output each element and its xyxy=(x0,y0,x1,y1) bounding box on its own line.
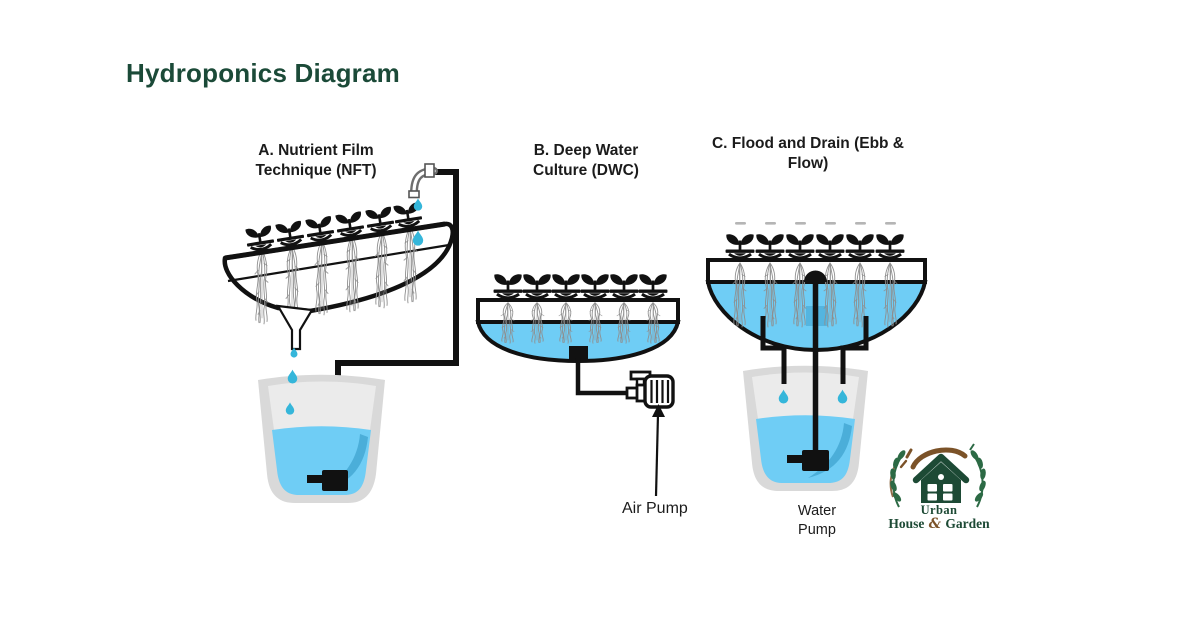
logo-house-icon xyxy=(889,443,986,508)
nft-channel-rim xyxy=(224,221,446,261)
leaf-branch-left xyxy=(890,450,906,508)
water-drop-icon xyxy=(413,198,423,211)
ebb-reservoir xyxy=(743,365,868,491)
ebb-seedlings xyxy=(724,232,906,260)
air-pump-label: Air Pump xyxy=(622,500,688,517)
leaf-branch-right xyxy=(969,443,986,508)
nft-water-pump-icon xyxy=(307,470,348,491)
water-pump-label: Water Pump xyxy=(797,503,837,538)
dwc-system xyxy=(475,272,681,497)
label-ebb: C. Flood and Drain (Ebb & Flow) xyxy=(711,135,905,172)
logo-brand-line2: House & Garden xyxy=(887,516,991,532)
air-pump-pointer-arrow xyxy=(652,404,665,497)
nft-grow-channel xyxy=(222,221,455,314)
dwc-seedlings xyxy=(492,272,669,300)
ebb-flow-system xyxy=(705,222,928,491)
logo-brand-line1: Urban xyxy=(920,503,958,517)
label-dwc: B. Deep Water Culture (DWC) xyxy=(533,142,639,179)
air-tube xyxy=(575,358,637,396)
logo-brand-house: House xyxy=(888,516,925,531)
ebb-water-pump-icon xyxy=(787,450,829,471)
air-pump-icon xyxy=(625,370,675,409)
logo-windows xyxy=(927,484,953,501)
nft-reservoir xyxy=(258,374,385,503)
ebb-drain-pipe-right xyxy=(840,316,869,384)
logo-brand-garden: Garden xyxy=(945,516,990,531)
page-title: Hydroponics Diagram xyxy=(126,58,400,88)
ebb-drain-pipe-left xyxy=(760,316,787,384)
nft-system xyxy=(222,163,459,503)
air-stone-icon xyxy=(569,346,588,360)
faucet-icon xyxy=(408,163,438,199)
water-drop-icon xyxy=(287,369,298,384)
nft-funnel xyxy=(275,304,314,351)
drip-marks xyxy=(735,222,896,225)
bell-siphon-icon xyxy=(804,270,827,282)
logo-ampersand: & xyxy=(928,516,941,532)
label-nft: A. Nutrient Film Technique (NFT) xyxy=(255,142,377,179)
